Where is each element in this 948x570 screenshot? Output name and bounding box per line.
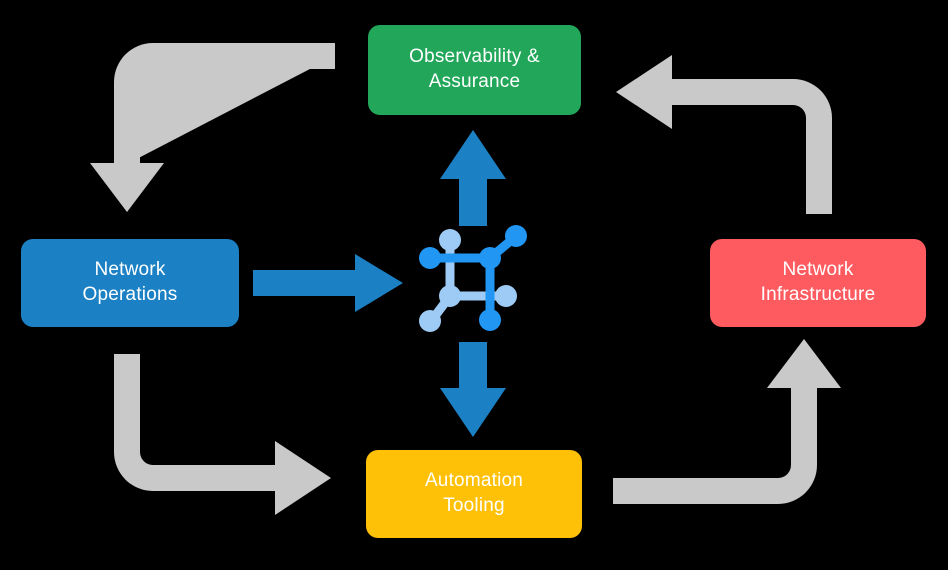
connector-network-operations-to-center xyxy=(253,254,403,312)
connector-center-to-automation-tooling xyxy=(440,342,506,437)
node-network-infrastructure[interactable]: Network Infrastructure xyxy=(710,239,926,327)
connector-network-infrastructure-to-observability xyxy=(616,55,832,214)
connector-automation-tooling-to-network-infrastructure xyxy=(613,339,841,504)
topology-nodes-light xyxy=(419,229,517,332)
connector-network-operations-to-automation-tooling xyxy=(114,354,331,515)
node-observability-and-assurance[interactable]: Observability & Assurance xyxy=(368,25,581,115)
connector-observability-to-network-operations xyxy=(90,43,335,212)
topology-nodes-dark xyxy=(419,225,527,331)
connector-center-to-observability xyxy=(440,130,506,226)
network-topology-icon xyxy=(418,222,530,334)
node-automation-tooling[interactable]: Automation Tooling xyxy=(366,450,582,538)
node-network-operations[interactable]: Network Operations xyxy=(21,239,239,327)
